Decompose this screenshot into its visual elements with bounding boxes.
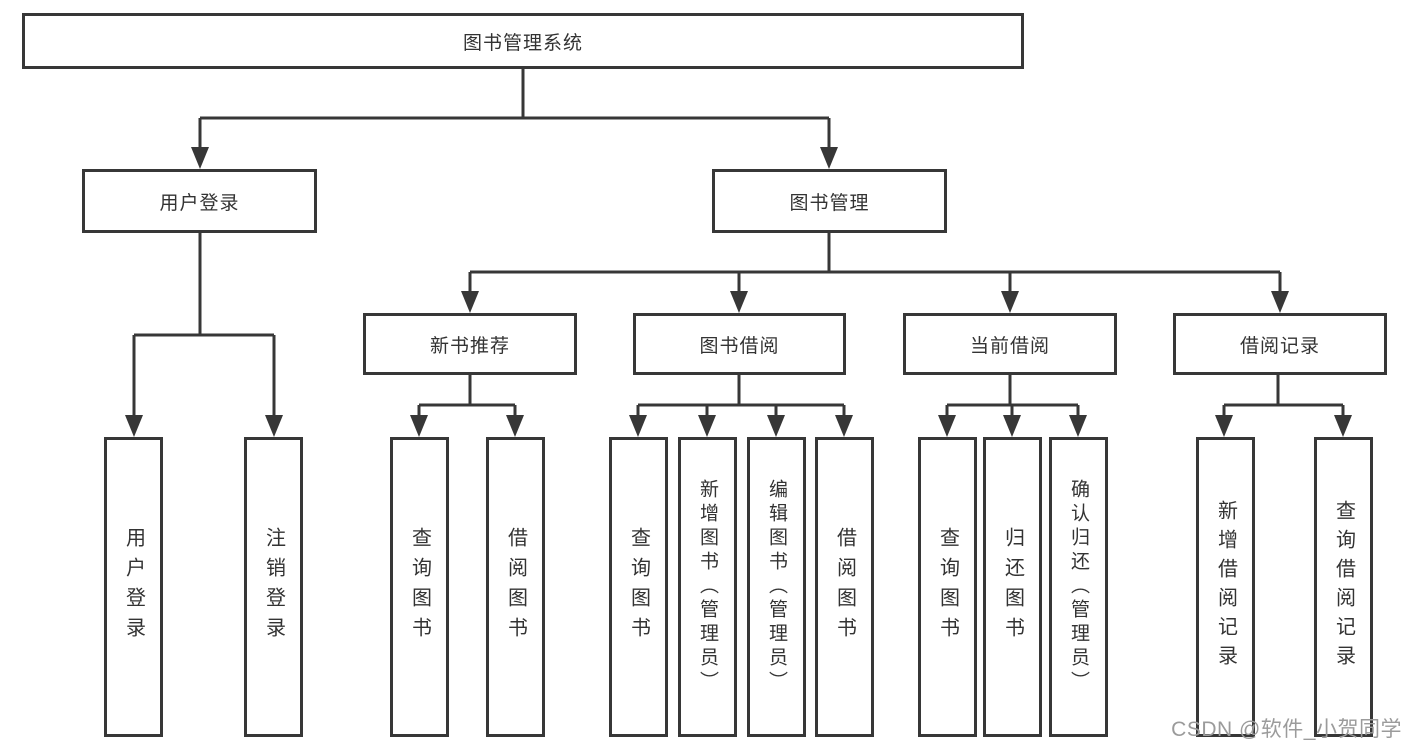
leaf-records-add-borrow-record: 新增借阅记录 xyxy=(1196,437,1255,737)
leaf-records-query-borrow-record: 查询借阅记录 xyxy=(1314,437,1373,737)
leaf-current-return-books: 归还图书 xyxy=(983,437,1042,737)
leaf-label: 查询图书 xyxy=(627,527,650,647)
leaf-current-query-books: 查询图书 xyxy=(918,437,977,737)
leaf-newbooks-borrow-books: 借阅图书 xyxy=(486,437,545,737)
leaf-label: 查询借阅记录 xyxy=(1332,500,1355,674)
node-borrowing-records: 借阅记录 xyxy=(1173,313,1387,375)
node-label: 借阅记录 xyxy=(1239,335,1320,357)
leaf-borrowing-query-books: 查询图书 xyxy=(609,437,668,737)
leaf-label: 新增借阅记录 xyxy=(1214,500,1237,674)
node-label: 图书借阅 xyxy=(699,335,780,357)
node-book-management: 图书管理 xyxy=(712,169,947,233)
leaf-label: 借阅图书 xyxy=(833,527,856,647)
leaf-label: 用户登录 xyxy=(122,527,145,647)
leaf-label: 确认归还（管理员） xyxy=(1068,479,1089,695)
leaf-label: 新增图书（管理员） xyxy=(697,479,718,695)
csdn-watermark: CSDN @软件_小贺同学 xyxy=(1171,718,1402,741)
node-label: 新书推荐 xyxy=(429,335,510,357)
leaf-user-login: 用户登录 xyxy=(104,437,163,737)
leaf-borrowing-edit-books-admin: 编辑图书（管理员） xyxy=(747,437,806,737)
leaf-label: 注销登录 xyxy=(262,527,285,647)
leaf-current-confirm-return-admin: 确认归还（管理员） xyxy=(1049,437,1108,737)
leaf-label: 查询图书 xyxy=(936,527,959,647)
leaf-label: 编辑图书（管理员） xyxy=(766,479,787,695)
leaf-newbooks-query-books: 查询图书 xyxy=(390,437,449,737)
leaf-logout-login: 注销登录 xyxy=(244,437,303,737)
node-new-book-recommendation: 新书推荐 xyxy=(363,313,577,375)
node-label: 用户登录 xyxy=(159,192,240,214)
leaf-label: 借阅图书 xyxy=(504,527,527,647)
node-library-management-system: 图书管理系统 xyxy=(22,13,1024,69)
leaf-label: 查询图书 xyxy=(408,527,431,647)
leaf-label: 归还图书 xyxy=(1001,527,1024,647)
node-user-login: 用户登录 xyxy=(82,169,317,233)
node-book-borrowing: 图书借阅 xyxy=(633,313,846,375)
node-label: 图书管理系统 xyxy=(462,32,583,54)
node-label: 当前借阅 xyxy=(969,335,1050,357)
node-current-borrowing: 当前借阅 xyxy=(903,313,1117,375)
node-label: 图书管理 xyxy=(789,192,870,214)
leaf-borrowing-add-books-admin: 新增图书（管理员） xyxy=(678,437,737,737)
leaf-borrowing-borrow-books: 借阅图书 xyxy=(815,437,874,737)
